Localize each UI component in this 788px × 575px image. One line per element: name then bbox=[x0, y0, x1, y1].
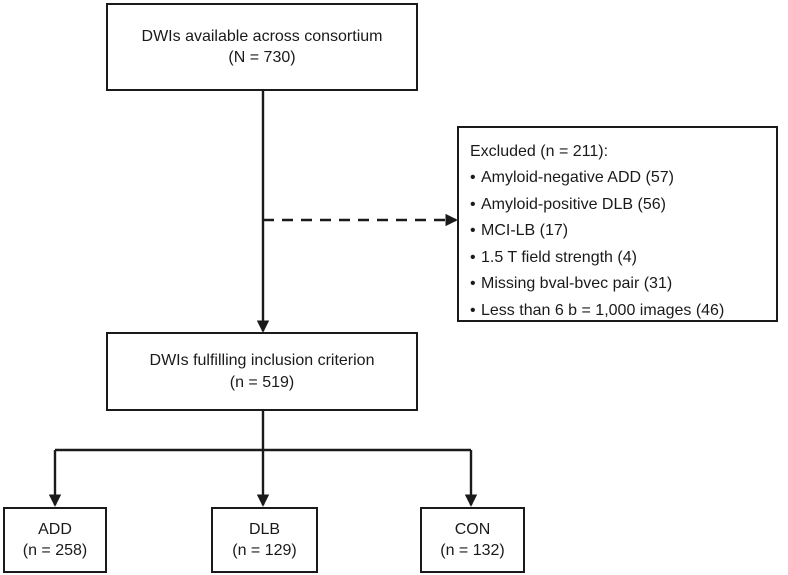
list-item: Amyloid-positive DLB (56) bbox=[470, 192, 776, 219]
node-group-add: ADD (n = 258) bbox=[3, 507, 107, 573]
list-item: Amyloid-negative ADD (57) bbox=[470, 165, 776, 192]
node-group-con-count: (n = 132) bbox=[440, 542, 505, 559]
node-excluded-title: Excluded (n = 211): bbox=[470, 143, 609, 160]
node-group-con: CON (n = 132) bbox=[420, 507, 525, 573]
node-group-con-label: CON bbox=[454, 520, 491, 538]
node-group-dlb-count: (n = 129) bbox=[232, 542, 297, 559]
list-item: Less than 6 b = 1,000 images (46) bbox=[470, 298, 776, 325]
node-dwis-available-label: DWIs available across consortium bbox=[141, 27, 383, 45]
node-dwis-available: DWIs available across consortium (N = 73… bbox=[106, 3, 418, 91]
node-excluded: Excluded (n = 211): Amyloid-negative ADD… bbox=[457, 126, 778, 325]
node-group-add-label: ADD bbox=[38, 520, 72, 538]
edge-middle-to-groups bbox=[48, 411, 478, 507]
list-item: Missing bval-bvec pair (31) bbox=[470, 271, 776, 298]
list-item: MCI-LB (17) bbox=[470, 218, 776, 245]
node-group-dlb: DLB (n = 129) bbox=[211, 507, 318, 573]
node-dwis-included-count: (n = 519) bbox=[229, 373, 295, 391]
node-excluded-list: Amyloid-negative ADD (57) Amyloid-positi… bbox=[470, 165, 776, 324]
node-dwis-available-count: (N = 730) bbox=[228, 49, 296, 66]
node-dwis-included: DWIs fulfilling inclusion criterion (n =… bbox=[106, 332, 418, 411]
node-group-dlb-label: DLB bbox=[248, 520, 281, 538]
node-group-add-count: (n = 258) bbox=[22, 542, 88, 559]
list-item: 1.5 T field strength (4) bbox=[470, 245, 776, 272]
node-dwis-included-label: DWIs fulfilling inclusion criterion bbox=[149, 352, 375, 370]
